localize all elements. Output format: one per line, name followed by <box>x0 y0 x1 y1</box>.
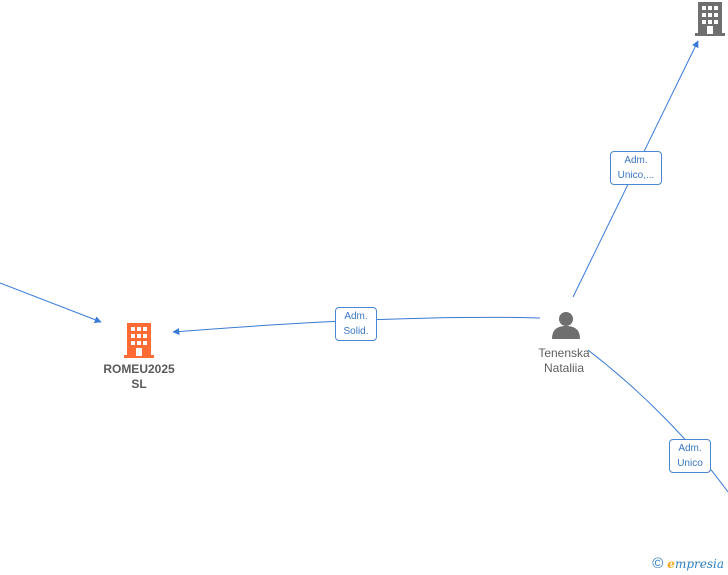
edge-label-solid[interactable]: Adm. Solid. <box>335 307 377 341</box>
node-label-person[interactable]: Tenenska Nataliia <box>514 346 614 376</box>
building-icon[interactable] <box>695 2 725 36</box>
edge-label-unico-bottom[interactable]: Adm. Unico <box>669 439 711 473</box>
edge-label-unico-top[interactable]: Adm. Unico,... <box>610 151 662 185</box>
logo-text: mpresia <box>674 556 724 571</box>
edge-person-to-bottom <box>587 349 728 493</box>
building-icon[interactable] <box>124 323 154 358</box>
node-label-line: ROMEU2025 <box>103 362 175 376</box>
logo-letter: e <box>667 556 675 571</box>
edge-label-line: Unico,... <box>617 170 655 181</box>
empresia-logo: empresia <box>667 557 724 571</box>
edge-incoming-left <box>0 282 102 323</box>
edge-label-line: Adm. <box>678 443 702 454</box>
node-label-line: SL <box>131 377 147 391</box>
node-label-line: Nataliia <box>543 361 585 375</box>
empresia-watermark: © empresia <box>652 555 724 572</box>
copyright-icon: © <box>652 555 664 572</box>
node-label-romeu[interactable]: ROMEU2025 SL <box>89 362 189 392</box>
edge-label-line: Solid. <box>343 326 369 337</box>
person-icon[interactable] <box>552 312 580 339</box>
node-label-line: Tenenska <box>538 346 590 360</box>
edge-label-line: Unico <box>677 458 703 469</box>
edge-label-line: Adm. <box>344 311 368 322</box>
edge-label-line: Adm. <box>624 155 648 166</box>
